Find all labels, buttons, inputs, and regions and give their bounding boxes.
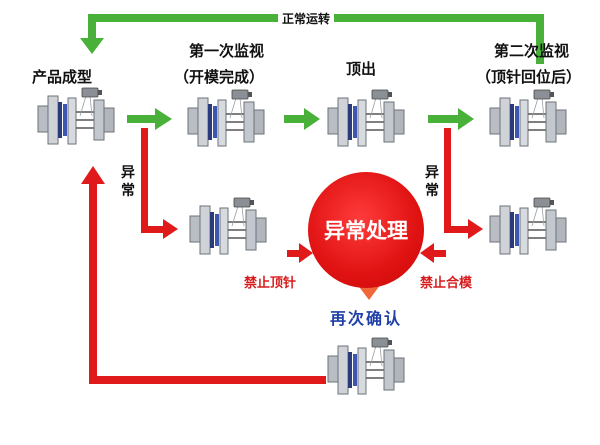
camera-icon xyxy=(533,197,554,208)
mold-machine-icon xyxy=(489,89,567,147)
stage-first-monitor-title: 第一次监视 xyxy=(189,42,265,60)
red-branch-right xyxy=(444,128,483,239)
camera-icon xyxy=(533,89,554,100)
abnormal-label-right: 异常 xyxy=(425,165,439,199)
return-loop-arrowhead xyxy=(81,166,105,184)
stage-product-molding: 产品成型 xyxy=(32,68,93,86)
stage-second-monitor-title: 第二次监视 xyxy=(494,42,570,60)
camera-icon xyxy=(81,87,102,98)
green-arrow-1 xyxy=(127,108,172,130)
stop-ejector-arrow xyxy=(287,243,313,263)
camera-icon xyxy=(233,197,254,208)
mold-machine-icon xyxy=(37,87,115,145)
stop-ejector-label: 禁止顶针 xyxy=(244,276,297,291)
abnormal-label-left: 异常 xyxy=(121,165,135,199)
return-loop-arrow xyxy=(89,182,326,384)
camera-icon xyxy=(371,89,392,100)
mold-machine-icon xyxy=(187,89,265,147)
camera-icon xyxy=(371,337,392,348)
mold-machine-icon xyxy=(489,197,567,255)
green-arrow-3 xyxy=(428,108,474,130)
stop-mold-close-label: 禁止合模 xyxy=(420,276,473,291)
abnormal-handling-circle: 异常处理 xyxy=(308,172,424,288)
stage-eject: 顶出 xyxy=(346,60,377,78)
mold-machine-icon xyxy=(327,337,405,395)
camera-icon xyxy=(231,89,252,100)
abnormal-handling-text: 异常处理 xyxy=(324,219,408,243)
down-arrow xyxy=(357,284,381,300)
stop-mold-close-arrow xyxy=(420,243,446,263)
stage-second-monitor-sub: （顶针回位后） xyxy=(476,68,582,86)
normal-running-label: 正常运转 xyxy=(278,10,335,27)
reconfirm-label: 再次确认 xyxy=(330,309,403,328)
stage-first-monitor-sub: （开模完成） xyxy=(174,68,265,86)
red-branch-left xyxy=(141,128,178,239)
green-arrow-2 xyxy=(284,108,320,130)
mold-machine-icon xyxy=(189,197,267,255)
mold-machine-icon xyxy=(327,89,405,147)
normal-loop-arrowhead xyxy=(80,38,104,54)
